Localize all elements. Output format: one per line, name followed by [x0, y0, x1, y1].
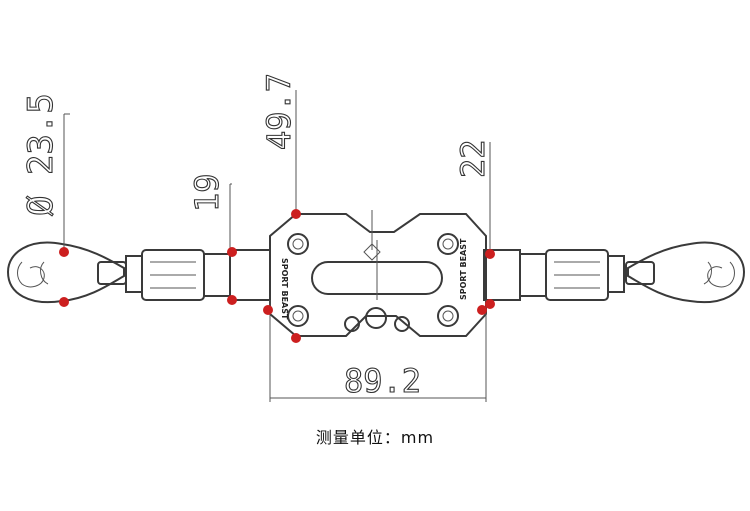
dimension-clamp-diameter: Ø 23.5 [21, 93, 61, 216]
marker-point [477, 305, 487, 315]
dimension-lines [63, 90, 491, 402]
dimension-arm-length: 22 [454, 139, 492, 178]
left-arm [125, 249, 271, 301]
marker-point [291, 333, 301, 343]
dimension-block-height: 49.7 [260, 73, 298, 150]
marker-point [485, 249, 495, 259]
dimension-clamp-gap: 19 [188, 173, 226, 212]
measurement-points [59, 209, 495, 343]
marker-point [227, 247, 237, 257]
brand-text-right: SPORT BEAST [459, 238, 468, 300]
right-clamp [625, 241, 746, 304]
marker-point [227, 295, 237, 305]
marker-point [59, 297, 69, 307]
marker-point [291, 209, 301, 219]
marker-point [485, 299, 495, 309]
right-arm [483, 249, 625, 301]
marker-point [263, 305, 273, 315]
dimension-block-width: 89.2 [344, 362, 421, 400]
marker-point [59, 247, 69, 257]
brand-text-left: SPORT BEAST [280, 258, 289, 320]
unit-caption: 测量单位：mm [315, 428, 435, 447]
center-block [269, 210, 487, 337]
